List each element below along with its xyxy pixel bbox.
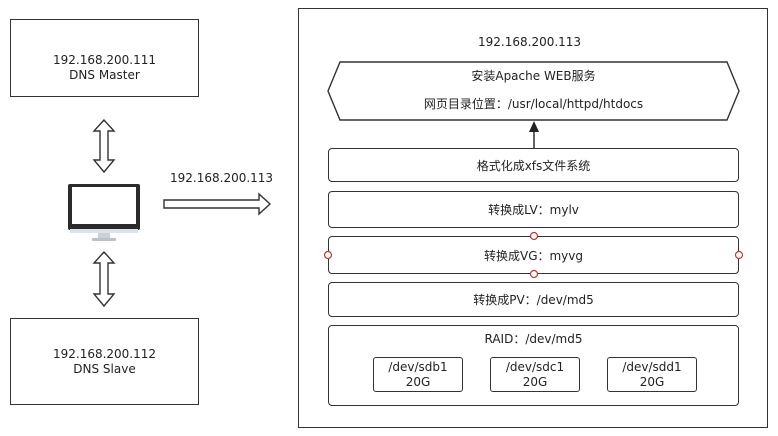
monitor-icon — [68, 184, 140, 241]
dns-master-box: 192.168.200.111 DNS Master — [10, 19, 199, 97]
lv-label: 转换成LV：mylv — [488, 203, 579, 217]
format-label: 格式化成xfs文件系统 — [476, 158, 591, 173]
raid-label: RAID：/dev/md5 — [484, 332, 583, 346]
double-arrow-bottom — [92, 250, 116, 308]
handle-bottom — [529, 269, 539, 279]
arrow-ip-label: 192.168.200.113 — [170, 171, 274, 185]
disk-sdb1: /dev/sdb1 20G — [373, 357, 463, 392]
dns-slave-ip: 192.168.200.112 — [52, 347, 157, 361]
disk-sdc1-size: 20G — [522, 375, 548, 389]
disk-sdc1: /dev/sdc1 20G — [490, 357, 580, 392]
pv-bar: 转换成PV：/dev/md5 — [328, 282, 739, 317]
dns-slave-label: DNS Slave — [73, 362, 136, 376]
up-arrow-head — [529, 121, 539, 132]
apache-line2: 网页目录位置：/usr/local/httpd/htdocs — [423, 97, 644, 111]
double-arrow-top — [92, 118, 116, 174]
disk-sdd1: /dev/sdd1 20G — [607, 357, 697, 392]
handle-right — [734, 250, 744, 260]
dns-master-ip: 192.168.200.111 — [52, 53, 157, 67]
dns-master-label: DNS Master — [69, 68, 140, 82]
disk-sdd1-name: /dev/sdd1 — [622, 360, 682, 374]
vg-bar[interactable]: 转换成VG：myvg — [328, 236, 739, 274]
format-bar: 格式化成xfs文件系统 — [328, 148, 739, 182]
disk-sdd1-size: 20G — [639, 375, 665, 389]
disk-sdb1-size: 20G — [405, 375, 431, 389]
lv-bar: 转换成LV：mylv — [328, 191, 739, 228]
vg-label: 转换成VG：myvg — [483, 248, 584, 263]
server-ip: 192.168.200.113 — [478, 35, 582, 49]
disk-sdb1-name: /dev/sdb1 — [388, 360, 448, 374]
pv-label: 转换成PV：/dev/md5 — [473, 293, 594, 307]
block-arrow-right — [163, 192, 272, 216]
handle-left — [323, 250, 333, 260]
apache-line1: 安装Apache WEB服务 — [471, 69, 596, 83]
apache-hexagon — [327, 61, 740, 121]
handle-top — [529, 231, 539, 241]
dns-slave-box: 192.168.200.112 DNS Slave — [10, 318, 199, 405]
disk-sdc1-name: /dev/sdc1 — [505, 360, 565, 374]
